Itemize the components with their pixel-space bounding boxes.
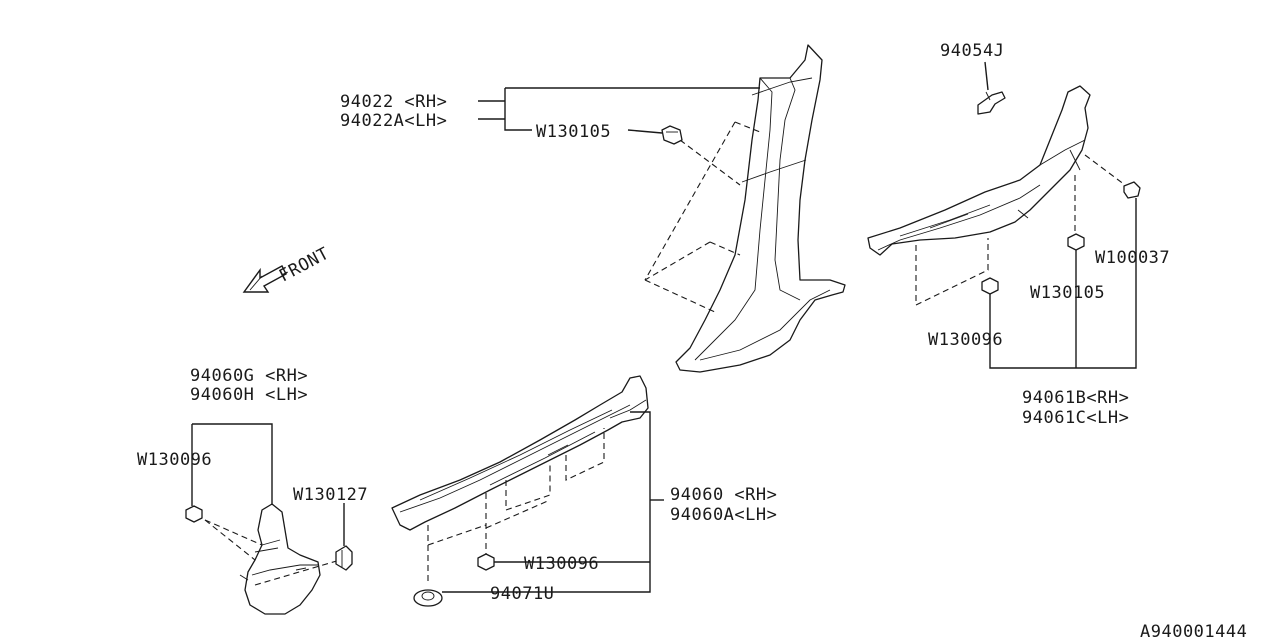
label-clip-w130105-right: W130105 — [1030, 283, 1105, 303]
label-front-sill-lh: 94060A<LH> — [670, 505, 777, 525]
kick-panel-trim — [239, 503, 321, 615]
label-clip-w130096-left: W130096 — [137, 450, 212, 470]
label-pillar-rh: 94022 <RH> — [340, 92, 447, 112]
label-clip-94054j: 94054J — [940, 41, 1004, 61]
label-clip-w130105-top: W130105 — [536, 122, 611, 142]
label-front-sill-rh: 94060 <RH> — [670, 485, 777, 505]
clip-w130105-right-icon — [1067, 233, 1085, 251]
label-clip-w100037: W100037 — [1095, 248, 1170, 268]
clip-94054j-icon — [977, 91, 1006, 115]
label-front-arrow: FRONT — [276, 244, 333, 287]
clip-94071u-icon — [413, 589, 443, 607]
label-clip-94071u: 94071U — [490, 584, 554, 604]
clip-w100037-icon — [1123, 181, 1141, 199]
clip-w130105-top-icon — [661, 125, 683, 145]
diagram-id: A940001444 — [1140, 622, 1247, 640]
clip-w130096-bottom-icon — [477, 553, 495, 571]
label-clip-w130127: W130127 — [293, 485, 368, 505]
rear-sill-trim — [867, 85, 1091, 256]
label-kick-rh: 94060G <RH> — [190, 366, 308, 386]
clip-w130096-left-icon — [185, 505, 203, 523]
label-pillar-lh: 94022A<LH> — [340, 111, 447, 131]
front-arrow-icon — [242, 265, 287, 293]
label-clip-w130096-bottom: W130096 — [524, 554, 599, 574]
label-rear-sill-rh: 94061B<RH> — [1022, 388, 1129, 408]
front-sill-trim — [391, 375, 649, 531]
clip-w130096-right-icon — [981, 277, 999, 295]
label-clip-w130096-right: W130096 — [928, 330, 1003, 350]
label-kick-lh: 94060H <LH> — [190, 385, 308, 405]
label-rear-sill-lh: 94061C<LH> — [1022, 408, 1129, 428]
center-pillar-trim — [675, 44, 846, 373]
clip-w130127-icon — [335, 545, 353, 571]
